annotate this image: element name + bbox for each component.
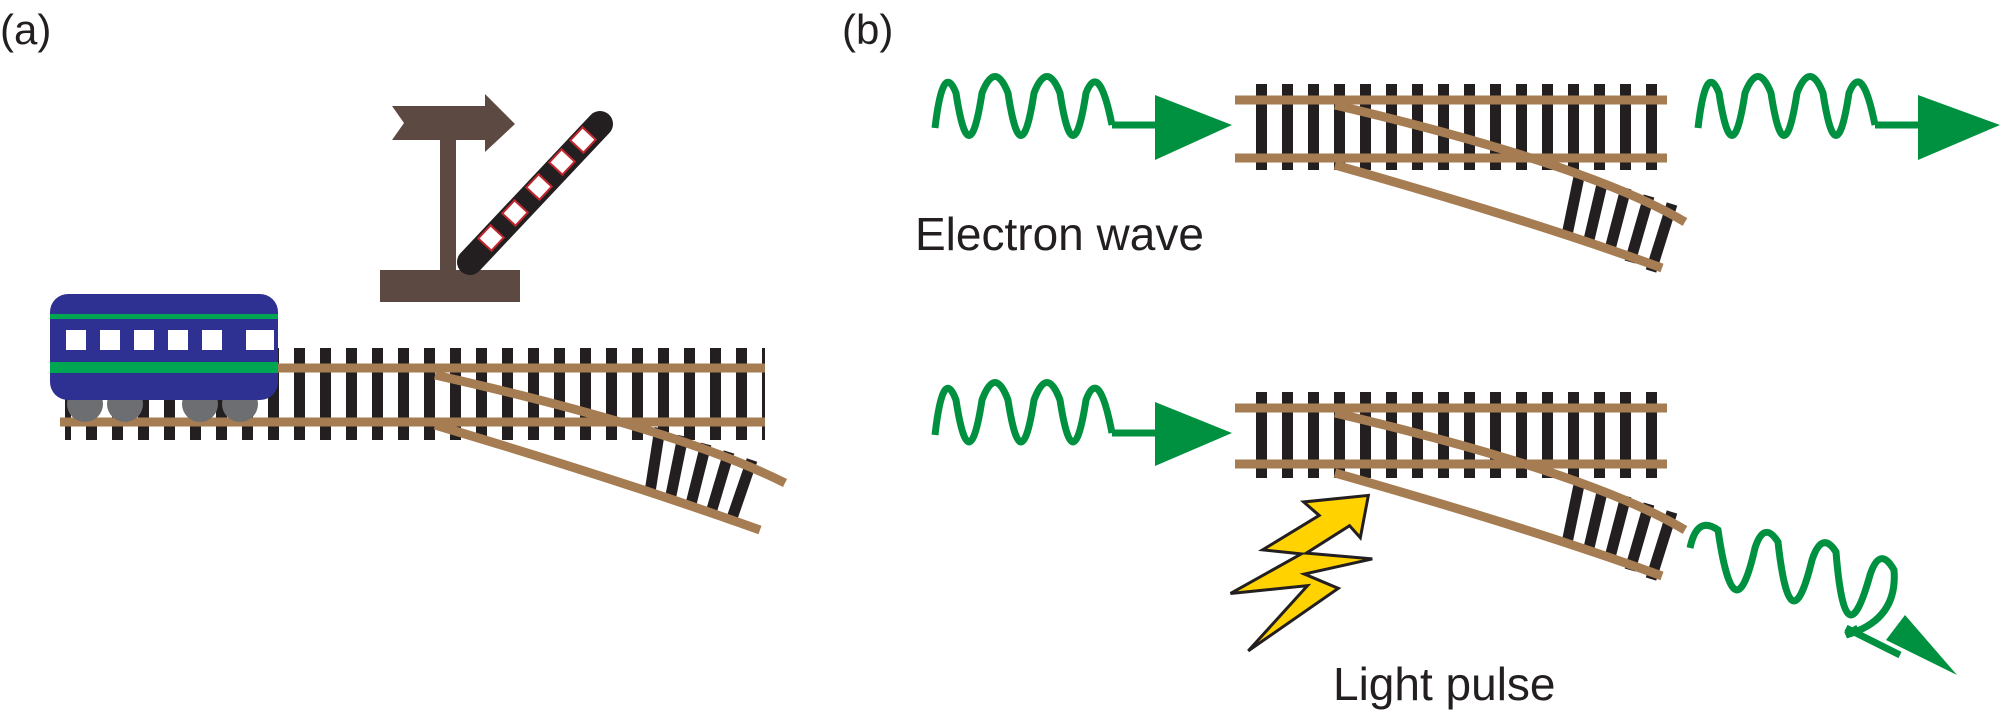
track-switch-b-bottom [1235, 392, 1688, 581]
wave-arrow-icon [931, 73, 1232, 160]
panel-label-b: (b) [842, 6, 893, 53]
panel-label-a: (a) [0, 6, 51, 53]
train-car-icon [50, 294, 278, 422]
railway-signal-icon [380, 94, 613, 302]
track-switch-b-top [1235, 84, 1688, 273]
wave-arrow-icon [1686, 522, 1957, 675]
electron-wave-label: Electron wave [915, 208, 1204, 260]
light-pulse-label: Light pulse [1333, 658, 1556, 710]
wave-arrow-icon [1694, 73, 2000, 160]
wave-arrow-icon [931, 379, 1232, 466]
lightning-bolt-icon [1229, 493, 1373, 653]
signal-arm [457, 111, 613, 275]
